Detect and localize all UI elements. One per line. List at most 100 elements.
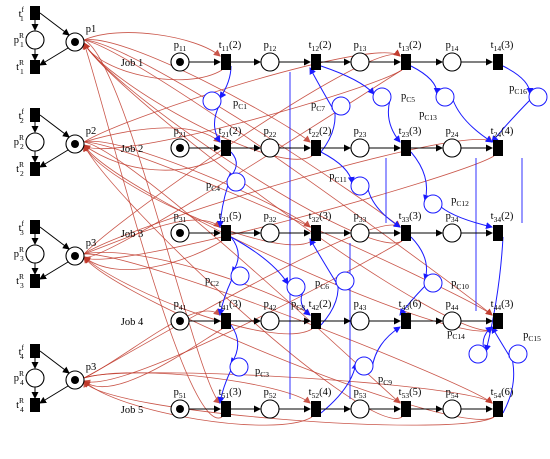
job-transition-label: t33(3) (399, 211, 422, 224)
control-place-label: pC12 (451, 195, 469, 208)
resource-arc (83, 240, 223, 270)
job-place (442, 52, 462, 72)
resource-arc (83, 155, 495, 264)
control-arcs (213, 65, 534, 414)
control-place (226, 172, 246, 192)
job-place-label: p53 (354, 387, 367, 400)
job-transition (401, 313, 411, 329)
repair-arc (39, 226, 70, 250)
control-place (202, 91, 222, 111)
resource-arc (83, 127, 221, 143)
control-arc (410, 65, 441, 95)
job-place (350, 311, 370, 331)
control-place-label: pC8 (291, 299, 305, 312)
resource-arc (83, 42, 223, 81)
token (176, 58, 184, 66)
repair-arc (39, 47, 69, 66)
resource-arc (83, 252, 311, 316)
job-transition (221, 313, 231, 329)
control-place (286, 277, 306, 297)
control-arc (387, 99, 401, 143)
control-arc (216, 184, 229, 228)
job-transition-label: t13(2) (399, 40, 422, 53)
resource-arc (83, 220, 401, 379)
control-place-label: pC1 (233, 98, 247, 111)
repair-arc (39, 350, 70, 374)
resource-arc (83, 144, 223, 171)
resource-arc (83, 32, 221, 57)
net-nodes (25, 6, 548, 419)
job-place-label: p31 (174, 211, 187, 224)
job-place-label: p13 (354, 40, 367, 53)
control-place (435, 87, 455, 107)
control-place-label: pC15 (523, 330, 541, 343)
job-place (442, 138, 462, 158)
job-transition (401, 225, 411, 241)
control-place-label: pC14 (447, 328, 465, 341)
control-place-label: pC5 (401, 91, 415, 104)
control-arc (367, 188, 401, 228)
job-transition-label: t31(5) (219, 211, 242, 224)
job-transition (311, 313, 321, 329)
resource-arc (83, 39, 221, 404)
job-place (350, 52, 370, 72)
job-place-label: p43 (354, 299, 367, 312)
control-place (229, 357, 249, 377)
resource-arc (83, 372, 493, 404)
job-place (442, 399, 462, 419)
repair-arc (39, 114, 70, 138)
job-transition (401, 401, 411, 417)
repair-transition (30, 6, 40, 20)
job-place-label: p54 (446, 387, 459, 400)
job-place (260, 52, 280, 72)
control-place-label: pC11 (329, 171, 347, 184)
job-label: Job 5 (121, 405, 143, 416)
resource-arc (83, 328, 223, 388)
control-arc (219, 65, 232, 99)
repair-arc (39, 149, 69, 168)
control-arc (230, 236, 289, 285)
control-arc (484, 236, 504, 352)
job-place-label: p21 (174, 126, 187, 139)
control-arc (502, 65, 534, 95)
token (176, 144, 184, 152)
machine-place-label: p3 (86, 238, 97, 249)
job-transition-label: t52(4) (309, 387, 332, 400)
control-arc (371, 326, 401, 370)
job-transition-label: t24(4) (491, 126, 514, 139)
control-place (423, 194, 443, 214)
control-place (423, 273, 443, 293)
control-arc (440, 206, 493, 230)
job-transition (493, 313, 503, 329)
job-place (260, 399, 280, 419)
resource-arc (83, 49, 401, 255)
job-place-label: p22 (264, 126, 277, 139)
job-transition (221, 140, 231, 156)
job-place-label: p42 (264, 299, 277, 312)
job-transition (311, 54, 321, 70)
job-transition-label: t43(6) (399, 299, 422, 312)
control-place (354, 356, 374, 376)
job-place-label: p23 (354, 126, 367, 139)
control-place-label: pC16 (509, 83, 527, 96)
job-label: Job 2 (121, 144, 143, 155)
token (176, 405, 184, 413)
job-transition (401, 140, 411, 156)
control-arc (410, 236, 431, 281)
control-place-label: pC6 (315, 278, 329, 291)
resource-arc (83, 141, 401, 404)
machine-place-label: p1 (86, 24, 97, 35)
job-place (350, 138, 370, 158)
control-place-label: pC9 (378, 374, 392, 387)
resource-arc (83, 240, 403, 387)
job-transition-label: t11(2) (219, 40, 242, 53)
resource-arc (83, 42, 495, 331)
job-transition-label: t34(2) (491, 211, 514, 224)
job-transition-label: t42(2) (309, 299, 332, 312)
